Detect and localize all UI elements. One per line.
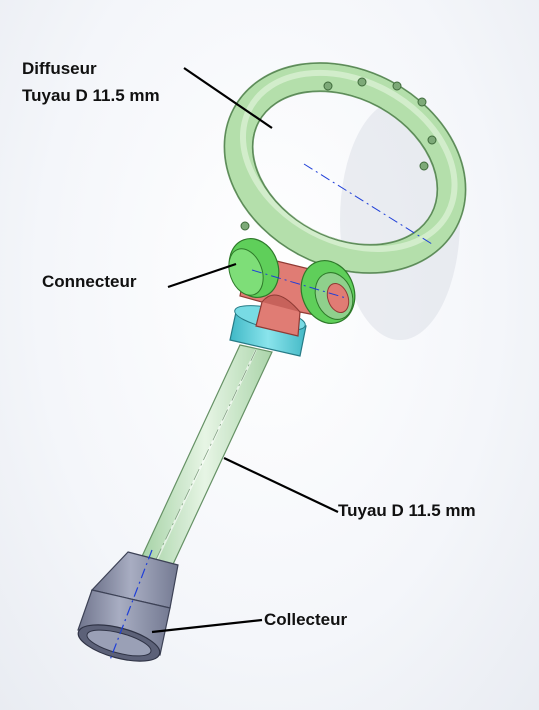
connector-axis-line (251, 269, 347, 299)
leader-tuyau (223, 457, 339, 513)
connecteur-label: Connecteur (42, 272, 137, 291)
ring-axis-line (303, 163, 433, 245)
leader-collecteur (151, 618, 263, 634)
leader-connecteur (167, 262, 237, 289)
connector-sleeve-left (228, 238, 280, 298)
leader-diffuseur (183, 67, 273, 129)
tuyau-label: Tuyau D 11.5 mm (338, 501, 476, 520)
collector (77, 549, 179, 662)
pipe (137, 344, 273, 576)
leader-lines (151, 67, 339, 634)
diffuseur-label: Diffuseur (22, 59, 97, 78)
connector-sleeve-right (300, 260, 356, 324)
diffuser-ring (223, 62, 467, 274)
collecteur-label: Collecteur (264, 610, 348, 629)
diffuseur-pipe-label: Tuyau D 11.5 mm (22, 86, 160, 105)
